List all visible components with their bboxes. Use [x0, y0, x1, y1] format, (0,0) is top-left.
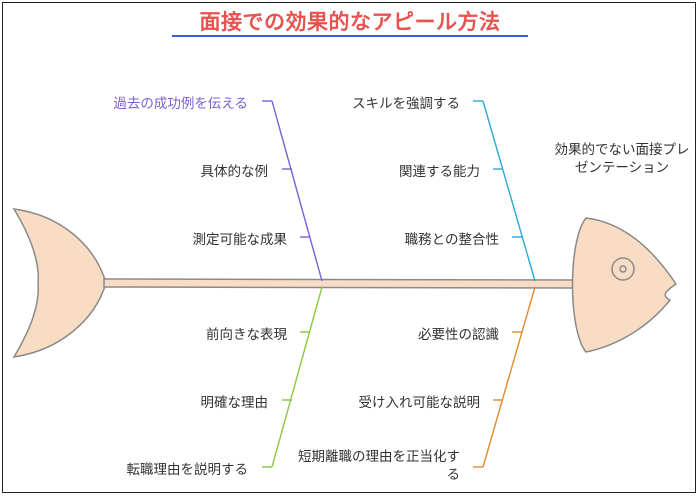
cause-bottom-right-1: 必要性の認識	[418, 327, 499, 343]
cause-bottom-right-main: 短期離職の理由を正当化する	[298, 449, 460, 483]
cause-bottom-left-main: 転職理由を説明する	[126, 462, 249, 478]
cause-top-right-main: スキルを強調する	[352, 96, 460, 112]
cause-bottom-left-1: 前向きな表現	[206, 327, 287, 343]
title-underline	[172, 35, 528, 37]
cause-top-right-2: 職務との整合性	[404, 232, 499, 248]
fish-head	[571, 217, 678, 353]
effect-label: 効果的でない面接プレゼンテーション	[554, 142, 690, 177]
branch-bottom-right	[473, 286, 536, 468]
branch-bottom-left	[262, 286, 323, 468]
cause-top-right-1: 関連する能力	[399, 164, 480, 180]
cause-top-left-2: 測定可能な成果	[192, 232, 288, 248]
cause-bottom-right-2: 受け入れ可能な説明	[358, 395, 481, 411]
fish-spine	[103, 278, 579, 289]
cause-bottom-left-2: 明確な理由	[200, 395, 269, 411]
cause-top-left-main: 過去の成功例を伝える	[113, 96, 248, 112]
diagram-title: 面接での効果的なアピール方法	[199, 10, 501, 34]
fish-tail	[12, 208, 107, 358]
fish-eye-inner	[619, 265, 627, 273]
cause-top-left-1: 具体的な例	[200, 164, 269, 180]
branch-top-right	[473, 100, 536, 282]
branch-top-left	[262, 100, 323, 282]
